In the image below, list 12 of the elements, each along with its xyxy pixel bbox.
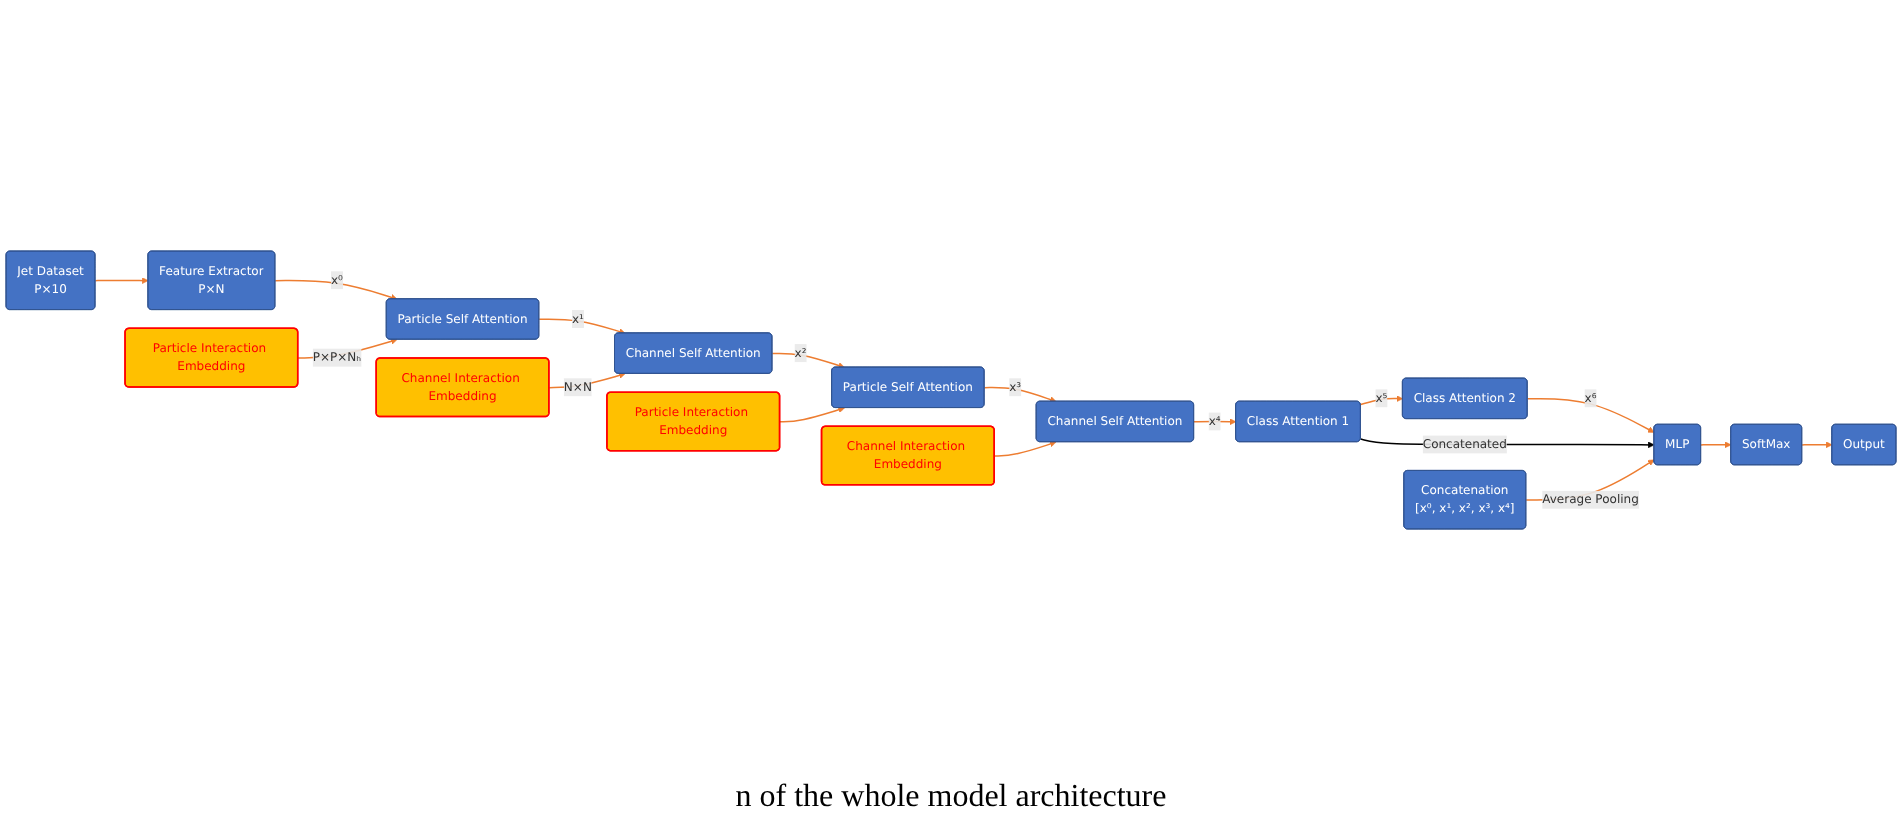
arrow (274, 279, 398, 301)
arrow (1526, 397, 1655, 433)
caption: n of the whole model architecture (733, 780, 1169, 816)
arrow (1700, 441, 1732, 449)
arrow (94, 277, 149, 284)
arrow (771, 352, 845, 369)
arrow (1193, 418, 1237, 425)
arrow (993, 440, 1057, 457)
arrow (538, 318, 626, 335)
arrow (1801, 441, 1833, 449)
arrow (779, 406, 845, 423)
arrow (983, 386, 1057, 403)
